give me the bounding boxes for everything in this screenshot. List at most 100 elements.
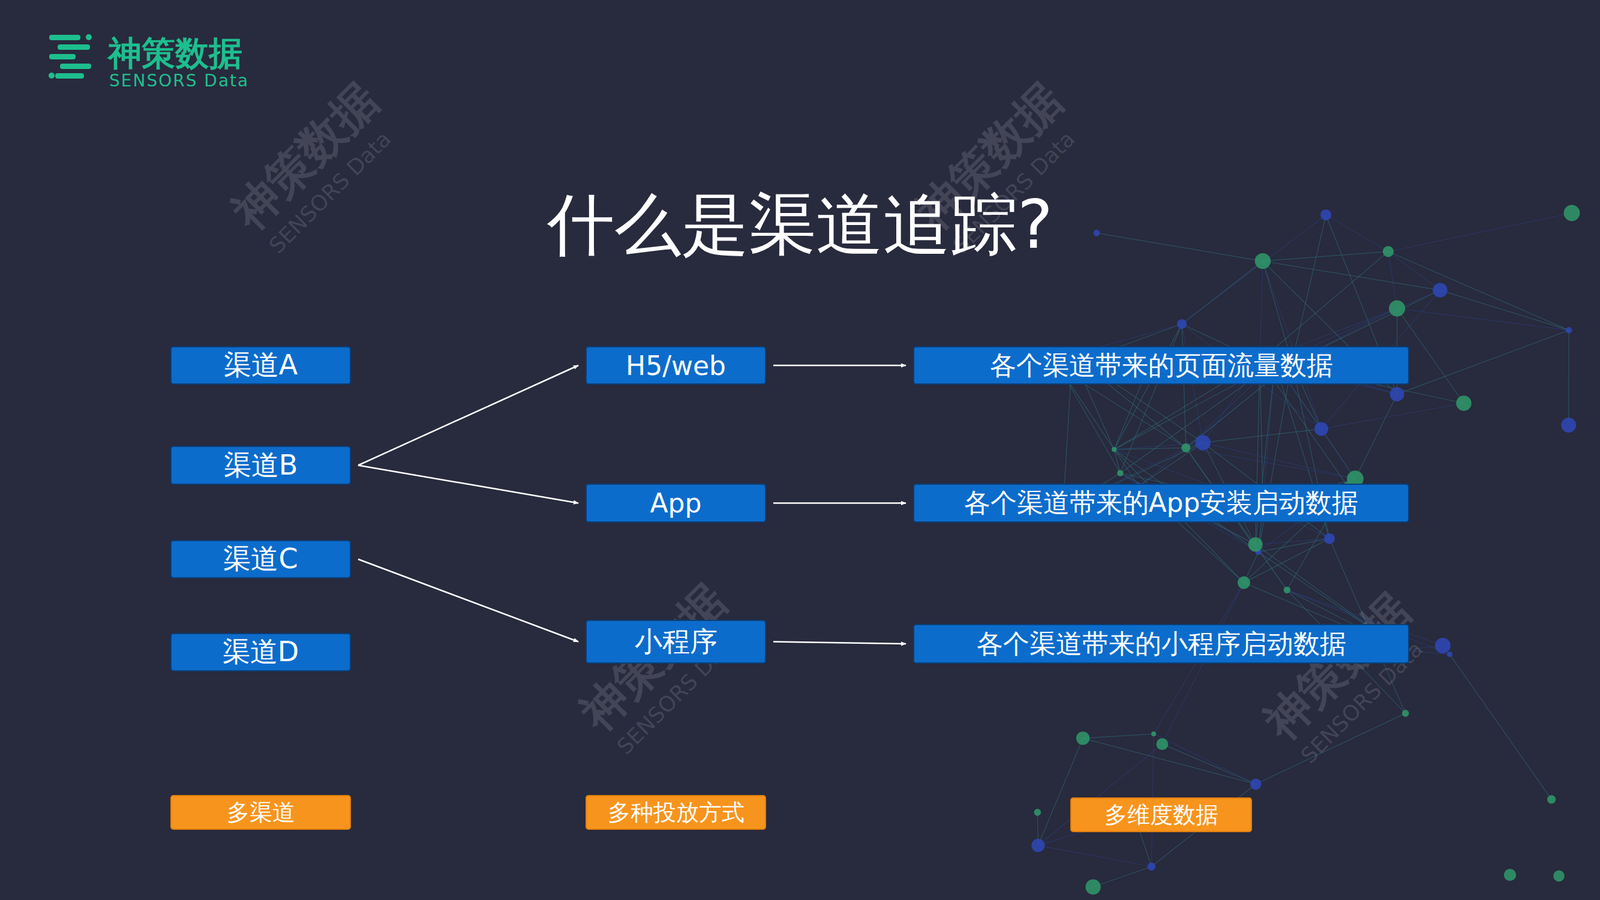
network-dot — [1320, 209, 1332, 221]
network-dot — [1561, 417, 1577, 433]
process-box: 各个渠道带来的小程序启动数据 — [913, 623, 1410, 664]
network-line — [1162, 743, 1256, 785]
network-dot — [1435, 637, 1451, 654]
network-dot — [1076, 731, 1090, 745]
box-text: H5/web — [625, 350, 726, 381]
network-line — [1082, 733, 1154, 738]
box-text: 渠道C — [223, 540, 298, 578]
network-line — [1037, 845, 1152, 867]
box-text: 多渠道 — [226, 797, 296, 828]
box-text: 各个渠道带来的页面流量数据 — [989, 347, 1334, 384]
network-dot — [1195, 434, 1211, 450]
process-box: 各个渠道带来的页面流量数据 — [913, 346, 1410, 385]
network-dot — [1390, 386, 1405, 402]
network-line — [1388, 212, 1572, 252]
logo-icon — [48, 34, 92, 79]
network-line — [1321, 403, 1464, 429]
network-line — [1388, 251, 1569, 330]
network-line — [1355, 394, 1398, 479]
network-line — [1449, 654, 1552, 800]
network-line — [1388, 251, 1440, 290]
network-line — [1114, 449, 1121, 473]
logo-subname: SENSORS Data — [109, 70, 249, 91]
network-dot — [1255, 253, 1271, 269]
network-dot — [1111, 446, 1117, 452]
network-dot — [1237, 576, 1251, 590]
network-line — [1568, 329, 1570, 425]
category-tag: 多维度数据 — [1070, 797, 1253, 833]
network-dot — [1324, 533, 1335, 545]
network-dot — [1181, 443, 1191, 453]
network-dot — [1031, 838, 1045, 852]
network-line — [1388, 251, 1398, 309]
category-tag: 多渠道 — [170, 794, 351, 830]
network-line — [1262, 260, 1441, 291]
category-tag: 多种投放方式 — [585, 794, 767, 830]
network-dot — [1547, 794, 1556, 804]
network-line — [1397, 329, 1570, 395]
network-line — [1114, 323, 1182, 450]
network-dot — [1432, 282, 1448, 297]
network-line — [1325, 214, 1389, 252]
box-text: App — [650, 487, 702, 519]
arrow-connector — [773, 641, 906, 645]
network-line — [1153, 733, 1256, 785]
network-dot — [1156, 737, 1169, 750]
box-text: 渠道D — [222, 633, 299, 671]
process-box: App — [585, 483, 767, 523]
network-line — [1259, 251, 1389, 361]
network-line — [1082, 737, 1256, 784]
network-dot — [1085, 879, 1101, 895]
process-box: 渠道C — [170, 539, 351, 579]
network-dot — [1093, 229, 1100, 237]
network-dot — [1248, 537, 1263, 552]
box-text: 各个渠道带来的App安装启动数据 — [964, 485, 1359, 521]
box-text: 渠道B — [223, 446, 299, 485]
arrow-connector — [773, 502, 906, 504]
process-box: 渠道B — [170, 445, 351, 485]
network-line — [1202, 442, 1356, 479]
network-line — [1181, 323, 1187, 448]
network-line — [1093, 866, 1152, 887]
network-dot — [1250, 778, 1262, 790]
process-box: H5/web — [585, 346, 767, 385]
network-lines — [1031, 205, 1580, 895]
network-dot — [1402, 709, 1410, 717]
network-dot — [1117, 469, 1124, 476]
arrow-connector — [358, 465, 579, 504]
network-dot — [1314, 421, 1329, 436]
network-dot — [1388, 300, 1406, 317]
network-dot — [1151, 731, 1157, 737]
network-line — [1181, 214, 1326, 324]
network-dot — [1504, 868, 1517, 881]
arrow-connector — [358, 365, 579, 466]
box-text: 多种投放方式 — [607, 797, 745, 828]
process-box: 渠道D — [170, 632, 351, 672]
network-line — [1186, 447, 1356, 479]
network-line — [1096, 232, 1263, 261]
network-dot — [1382, 245, 1394, 257]
network-line — [1202, 428, 1322, 443]
box-text: 多维度数据 — [1104, 799, 1219, 831]
network-line — [1397, 308, 1570, 330]
network-dot — [1147, 862, 1156, 871]
network-line — [1262, 260, 1322, 429]
process-box: 小程序 — [585, 619, 767, 664]
network-dot — [1553, 870, 1565, 882]
process-box: 各个渠道带来的App安装启动数据 — [913, 483, 1410, 523]
network-line — [1255, 538, 1330, 545]
arrow-connector — [773, 364, 906, 367]
network-dot — [1283, 586, 1291, 594]
network-dot — [1565, 326, 1572, 333]
network-dot — [1456, 395, 1472, 411]
process-box: 渠道A — [170, 346, 351, 385]
network-line — [1262, 251, 1389, 261]
box-text: 各个渠道带来的小程序启动数据 — [976, 626, 1347, 662]
network-line — [1439, 290, 1569, 331]
box-text: 小程序 — [634, 623, 718, 661]
network-dot — [1564, 205, 1581, 222]
network-dot — [1177, 319, 1187, 329]
box-text: 渠道A — [223, 346, 298, 384]
network-line — [1258, 538, 1330, 552]
logo-name: 神策数据 — [107, 31, 243, 77]
